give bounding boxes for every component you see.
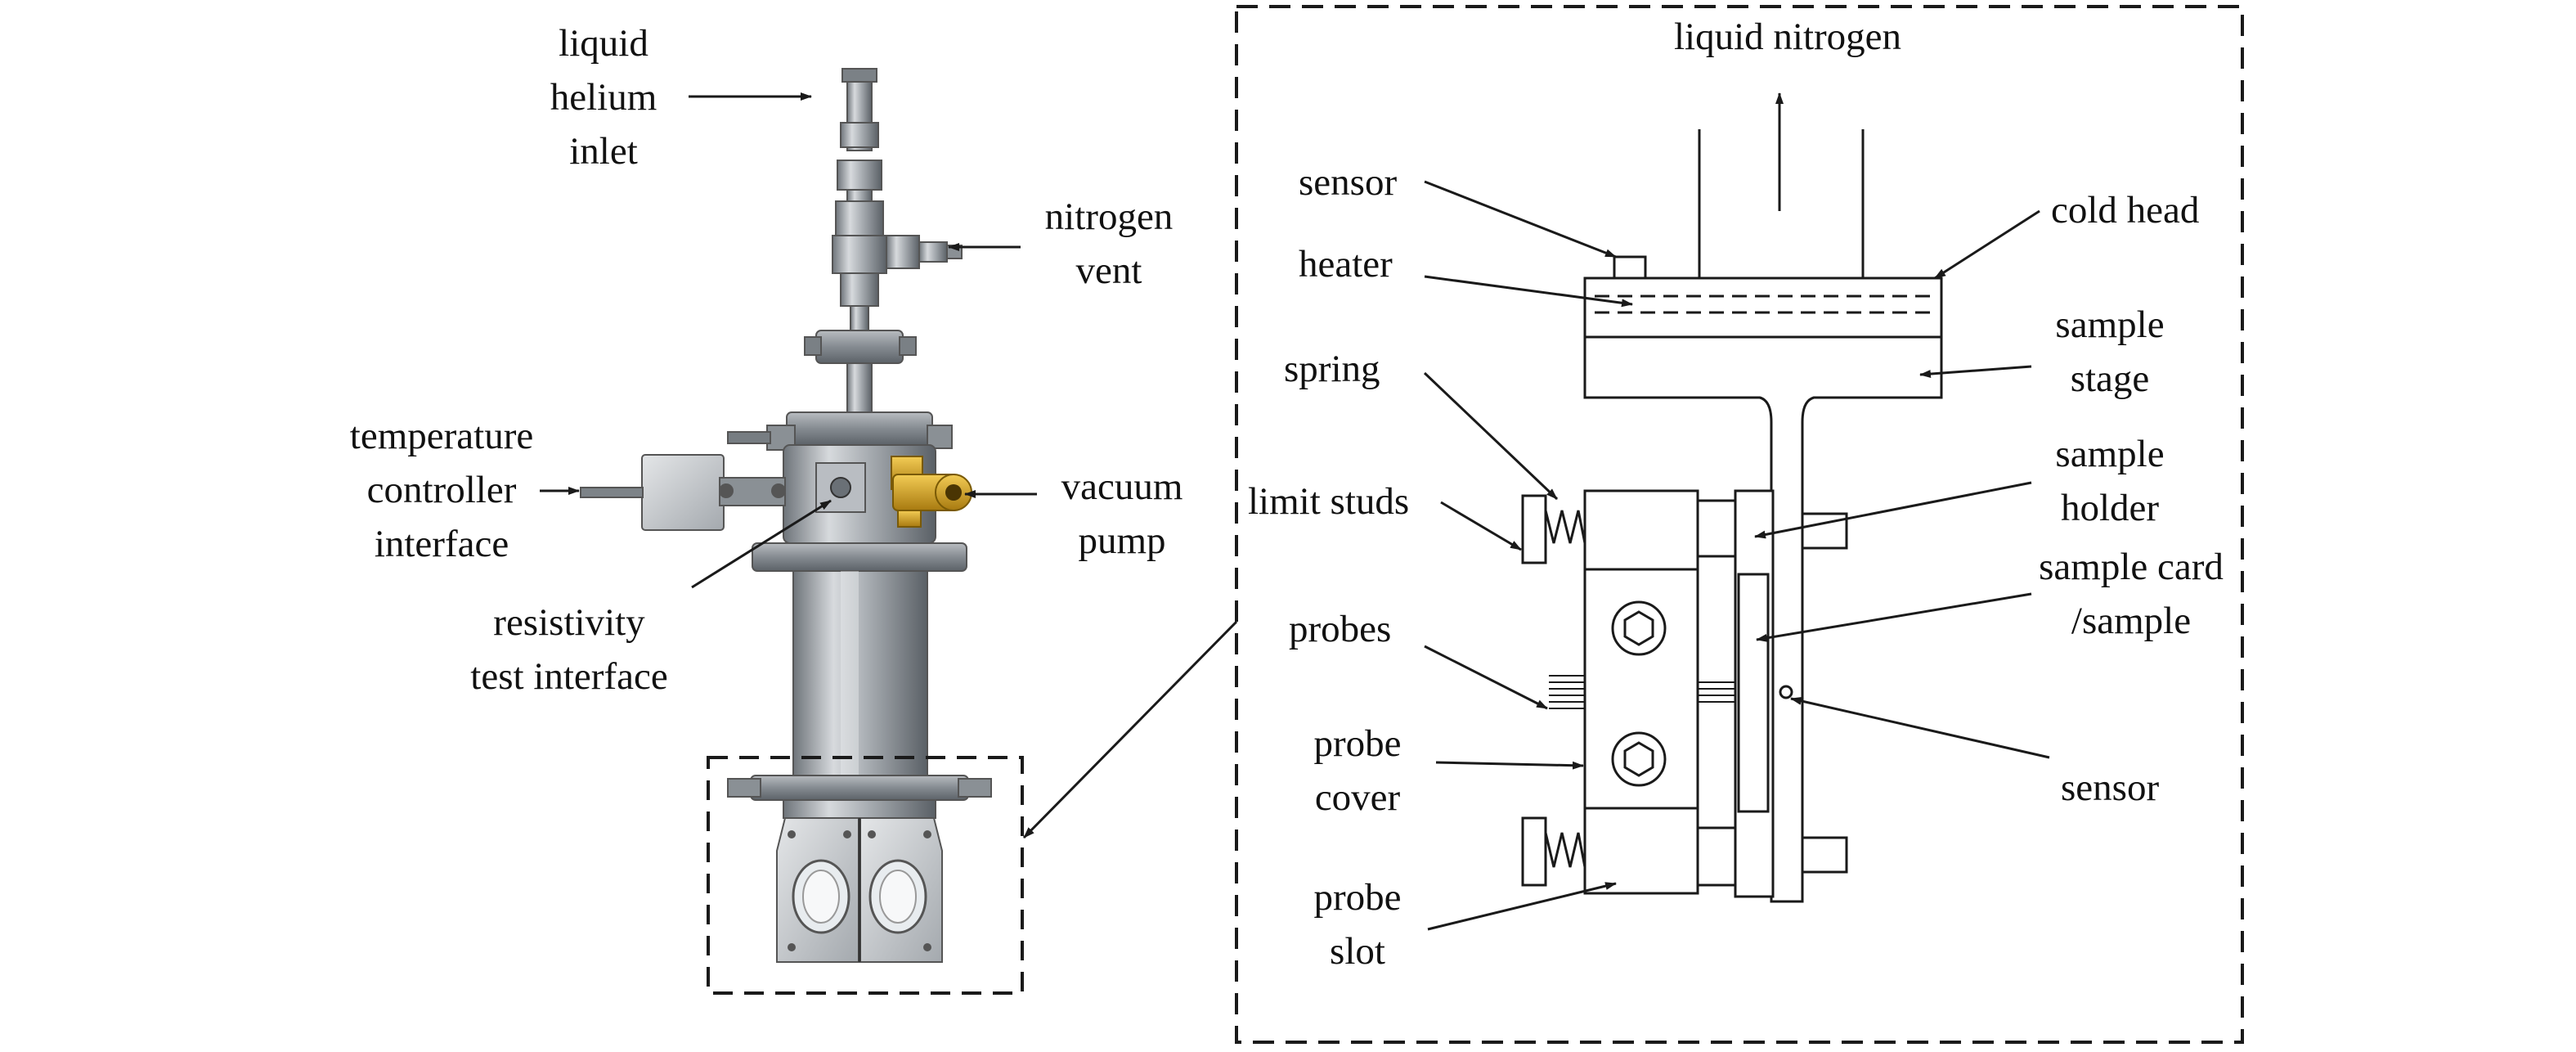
label-sample-stage: sample stage	[2028, 298, 2192, 406]
label-line: temperature	[349, 415, 534, 457]
label-probe-slot: probe slot	[1276, 870, 1439, 978]
label-line: /sample	[2071, 600, 2192, 642]
label-line: nitrogen	[1044, 196, 1174, 238]
right-leaders	[1423, 180, 2050, 931]
label-line: vent	[1075, 250, 1142, 292]
label-line: resistivity	[493, 601, 645, 644]
label-nitrogen-vent: nitrogen vent	[1019, 190, 1199, 298]
label-line: sample	[2055, 433, 2165, 475]
label-resistivity-test-interface: resistivity test interface	[438, 596, 700, 704]
label-line: inlet	[569, 130, 638, 173]
label-sample-card: sample card /sample	[2017, 540, 2246, 648]
label-spring: spring	[1284, 348, 1380, 390]
label-line: holder	[2060, 487, 2160, 529]
label-line: probe	[1313, 876, 1402, 919]
label-limit-studs: limit studs	[1248, 480, 1410, 523]
label-probes: probes	[1289, 608, 1392, 650]
label-probe-cover: probe cover	[1276, 717, 1439, 825]
label-line: probe	[1313, 722, 1402, 765]
label-line: pump	[1078, 519, 1166, 562]
label-cold-head: cold head	[2051, 189, 2200, 232]
label-line: vacuum	[1061, 465, 1183, 508]
detail-callout-box	[707, 756, 1024, 995]
label-sensor-top: sensor	[1299, 161, 1398, 204]
label-line: helium	[550, 76, 657, 119]
label-line: sample	[2055, 303, 2165, 346]
label-line: sample card	[2039, 546, 2224, 588]
label-line: controller	[366, 469, 517, 511]
label-line: stage	[2070, 357, 2150, 400]
schematic	[1521, 92, 1943, 903]
label-liquid-helium-inlet: liquid helium inlet	[522, 16, 685, 178]
label-sample-holder: sample holder	[2028, 427, 2192, 535]
label-liquid-nitrogen: liquid nitrogen	[1673, 16, 1902, 58]
label-vacuum-pump: vacuum pump	[1032, 460, 1212, 568]
label-sensor-right: sensor	[2061, 767, 2160, 809]
label-heater: heater	[1299, 243, 1393, 285]
label-line: slot	[1330, 930, 1385, 973]
left-leaders	[540, 92, 1037, 589]
detail-panel-box	[1235, 5, 2244, 1044]
label-line: test interface	[470, 655, 668, 698]
label-temperature-controller-interface: temperature controller interface	[327, 409, 556, 571]
cryostat-rendering	[580, 68, 992, 963]
label-line: cover	[1314, 776, 1401, 819]
callout-arrow	[1022, 620, 1238, 839]
label-line: liquid	[559, 22, 648, 65]
label-line: interface	[374, 523, 509, 565]
